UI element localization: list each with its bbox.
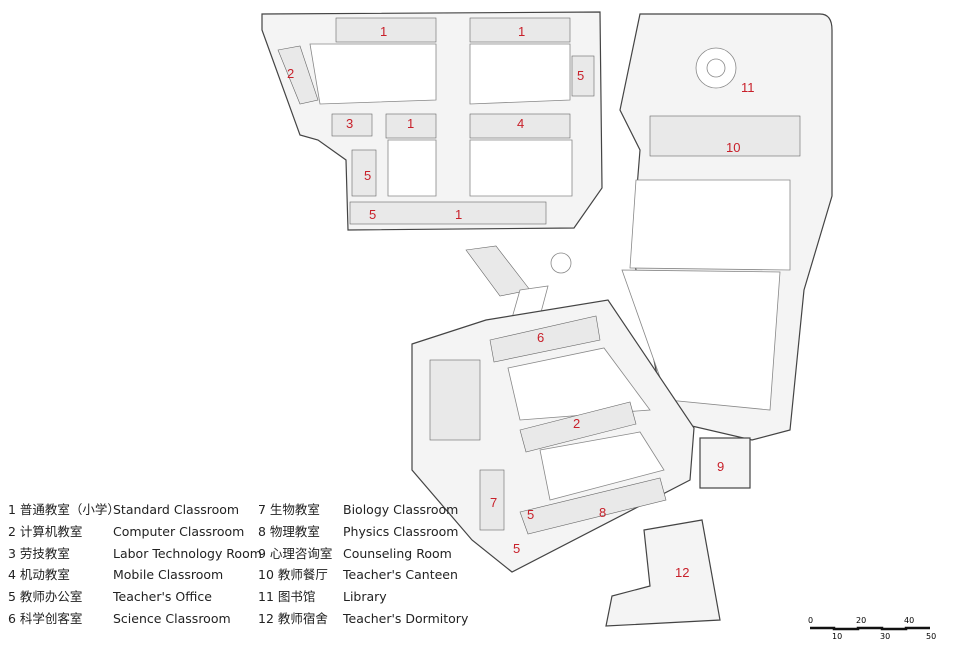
scale-bar: 0 10 20 30 40 50: [808, 612, 938, 642]
legend-item: 9 心理咨询室 Counseling Room: [258, 543, 468, 565]
legend-en: Standard Classroom: [113, 502, 240, 517]
room-label: 4: [517, 116, 524, 131]
legend-item: 4 机动教室 Mobile Classroom: [8, 564, 262, 586]
room-label: 9: [717, 459, 724, 474]
legend-item: 7 生物教室 Biology Classroom: [258, 499, 468, 521]
legend-item: 8 物理教室 Physics Classroom: [258, 521, 468, 543]
legend-cn: 1 普通教室（小学）: [8, 502, 120, 517]
scale-tick: 20: [856, 616, 866, 625]
room-label: 7: [490, 495, 497, 510]
legend-left-column: 1 普通教室（小学）Standard Classroom 2 计算机教室 Comp…: [8, 499, 262, 630]
scale-bar-graphic: 0 10 20 30 40 50: [808, 616, 936, 641]
legend-right-column: 7 生物教室 Biology Classroom 8 物理教室 Physics Cl…: [258, 499, 468, 630]
legend-cn: 4 机动教室: [8, 567, 70, 583]
room-label: 6: [537, 330, 544, 345]
room-labels: 1 1 2 5 3 1 4 5 5 1 11 10 6 2 7 5 8 5 9 …: [287, 24, 755, 580]
room-label: 5: [364, 168, 371, 183]
legend-en: Labor Technology Room: [113, 545, 262, 561]
legend-cn: 11 图书馆: [258, 589, 316, 605]
legend-en: Mobile Classroom: [113, 567, 224, 583]
room-label: 1: [380, 24, 387, 39]
legend-item: 12 教师宿舍 Teacher's Dormitory: [258, 608, 468, 630]
room-label: 5: [577, 68, 584, 83]
legend-cn: 10 教师餐厅: [258, 567, 328, 583]
scale-tick: 50: [926, 632, 936, 641]
legend-cn: 9 心理咨询室: [258, 545, 333, 561]
legend-item: 6 科学创客室 Science Classroom: [8, 608, 262, 630]
room-label: 1: [455, 207, 462, 222]
room-label: 3: [346, 116, 353, 131]
south-block: [411, 299, 695, 573]
legend-item: 1 普通教室（小学）Standard Classroom: [8, 499, 262, 521]
legend-item: 2 计算机教室 Computer Classroom: [8, 521, 262, 543]
scale-tick: 10: [832, 632, 842, 641]
legend-en: Computer Classroom: [113, 523, 245, 539]
room-label: 5: [369, 207, 376, 222]
legend-cn: 7 生物教室: [258, 502, 320, 517]
room-label: 2: [287, 66, 294, 81]
room-label: 11: [741, 80, 755, 95]
room-label: 10: [726, 140, 740, 155]
central-stair: [465, 245, 572, 319]
scale-tick: 0: [808, 616, 813, 625]
scale-tick: 30: [880, 632, 890, 641]
legend-item: 5 教师办公室 Teacher's Office: [8, 586, 262, 608]
legend-cn: 2 计算机教室: [8, 523, 83, 539]
room-label: 12: [675, 565, 689, 580]
legend-cn: 12 教师宿舍: [258, 610, 328, 626]
north-block: [261, 11, 603, 231]
room-label: 5: [527, 507, 534, 522]
legend-en: Science Classroom: [113, 610, 231, 626]
room-label: 5: [513, 541, 520, 556]
room-label: 1: [518, 24, 525, 39]
legend-en: Library: [343, 589, 387, 605]
legend-en: Teacher's Dormitory: [343, 610, 469, 626]
legend-cn: 6 科学创客室: [8, 610, 83, 626]
legend-cn: 8 物理教室: [258, 523, 320, 539]
legend-en: Physics Classroom: [343, 523, 459, 539]
legend-item: 11 图书馆 Library: [258, 586, 468, 608]
legend-en: Counseling Room: [343, 545, 452, 561]
legend-en: Teacher's Canteen: [343, 567, 458, 583]
dormitory-block: [605, 519, 721, 627]
room-label: 8: [599, 505, 606, 520]
room-label: 2: [573, 416, 580, 431]
legend-cn: 5 教师办公室: [8, 589, 83, 605]
east-block: [619, 13, 833, 441]
legend-item: 10 教师餐厅 Teacher's Canteen: [258, 564, 468, 586]
legend-item: 3 劳技教室 Labor Technology Room: [8, 543, 262, 565]
legend-cn: 3 劳技教室: [8, 545, 70, 561]
room-label: 1: [407, 116, 414, 131]
legend-en: Teacher's Office: [113, 589, 212, 605]
legend-en: Biology Classroom: [343, 502, 459, 517]
counseling-block: [699, 437, 751, 489]
scale-tick: 40: [904, 616, 914, 625]
